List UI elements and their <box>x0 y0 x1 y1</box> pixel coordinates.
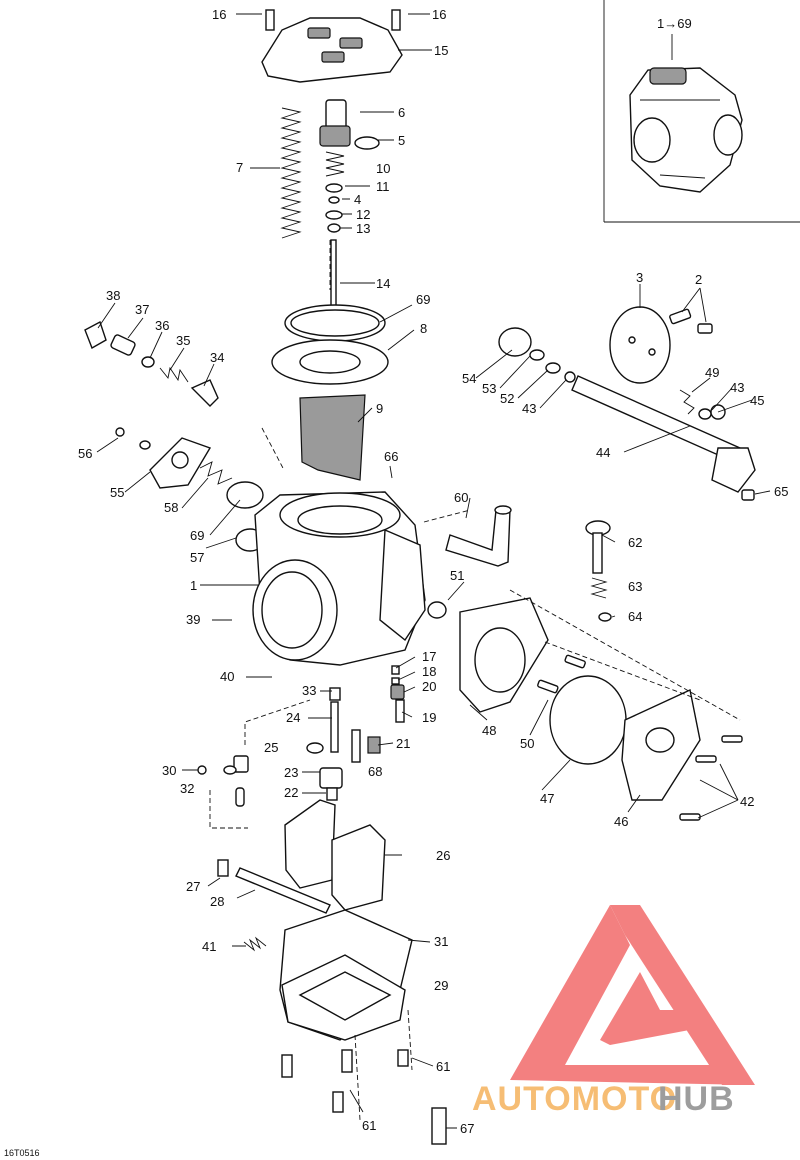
callout-20: 20 <box>422 679 436 694</box>
callout-12: 12 <box>356 207 370 222</box>
callout-57: 57 <box>190 550 204 565</box>
callout-43: 43 <box>522 401 536 416</box>
hose <box>445 505 512 567</box>
callout-36: 36 <box>155 318 169 333</box>
callouts: 16 16 15 6 5 7 10 11 4 12 13 14 38 37 36… <box>78 7 788 1136</box>
callout-27: 27 <box>186 879 200 894</box>
callout-21: 21 <box>396 736 410 751</box>
callout-11: 11 <box>376 179 390 194</box>
callout-35: 35 <box>176 333 190 348</box>
callout-69: 69 <box>190 528 204 543</box>
callout-32: 32 <box>180 781 194 796</box>
callout-63: 63 <box>628 579 642 594</box>
watermark-g-icon <box>600 972 700 1045</box>
callout-33: 33 <box>302 683 316 698</box>
callout-61: 61 <box>362 1118 376 1133</box>
callout-24: 24 <box>286 710 300 725</box>
callout-51: 51 <box>450 568 464 583</box>
callout-41: 41 <box>202 939 216 954</box>
callout-9: 9 <box>376 401 383 416</box>
callout-1: 1 <box>190 578 197 593</box>
diaphragm-assembly <box>271 304 389 481</box>
callout-22: 22 <box>284 785 298 800</box>
callout-8: 8 <box>420 321 427 336</box>
callout-69: 69 <box>416 292 430 307</box>
side-cover <box>427 597 743 821</box>
callout-45: 45 <box>750 393 764 408</box>
callout-54: 54 <box>462 371 476 386</box>
callout-18: 18 <box>422 664 436 679</box>
callout-13: 13 <box>356 221 370 236</box>
callout-17: 17 <box>422 649 436 664</box>
callout-55: 55 <box>110 485 124 500</box>
callout-67: 67 <box>460 1121 474 1136</box>
callout-53: 53 <box>482 381 496 396</box>
alignment-lines <box>261 240 741 1121</box>
watermark-logo: AUTOMOTO HUB <box>472 905 755 1118</box>
callout-68: 68 <box>368 764 382 779</box>
needle-holder <box>319 99 380 331</box>
callout-49: 49 <box>705 365 719 380</box>
float <box>217 799 386 914</box>
callout-52: 52 <box>500 391 514 406</box>
watermark-text-orange: AUTOMOTO <box>472 1080 677 1118</box>
callout-39: 39 <box>186 612 200 627</box>
callout-5: 5 <box>398 133 405 148</box>
callout-3: 3 <box>636 270 643 285</box>
callout-10: 10 <box>376 161 390 176</box>
callout-43: 43 <box>730 380 744 395</box>
callout-15: 15 <box>434 43 448 58</box>
callout-28: 28 <box>210 894 224 909</box>
drawing-code: 16T0516 <box>4 1148 40 1158</box>
callout-60: 60 <box>454 490 468 505</box>
leader-lines <box>96 13 771 1129</box>
callout-50: 50 <box>520 736 534 751</box>
callout-44: 44 <box>596 445 610 460</box>
top-cover <box>261 9 403 83</box>
callout-2: 2 <box>695 272 702 287</box>
callout-31: 31 <box>434 934 448 949</box>
callout-65: 65 <box>774 484 788 499</box>
callout-23: 23 <box>284 765 298 780</box>
float-bowl <box>243 909 447 1145</box>
throttle-shaft <box>498 306 756 501</box>
callout-61: 61 <box>436 1059 450 1074</box>
callout-19: 19 <box>422 710 436 725</box>
callout-4: 4 <box>354 192 361 207</box>
callout-42: 42 <box>740 794 754 809</box>
inset-assembly: 1→69 <box>603 0 800 223</box>
callout-26: 26 <box>436 848 450 863</box>
carburetor-body <box>252 491 426 666</box>
callout-16: 16 <box>432 7 446 22</box>
spring <box>280 107 302 239</box>
callout-48: 48 <box>482 723 496 738</box>
callout-62: 62 <box>628 535 642 550</box>
callout-58: 58 <box>164 500 178 515</box>
inset-label: 1→69 <box>657 16 692 31</box>
callout-37: 37 <box>135 302 149 317</box>
callout-38: 38 <box>106 288 120 303</box>
callout-64: 64 <box>628 609 642 624</box>
watermark-triangle-inner-icon <box>610 905 755 1085</box>
left-screw-group <box>84 320 219 407</box>
callout-34: 34 <box>210 350 224 365</box>
callout-66: 66 <box>384 449 398 464</box>
callout-30: 30 <box>162 763 176 778</box>
jets <box>197 665 405 829</box>
callout-47: 47 <box>540 791 554 806</box>
watermark-triangle-icon <box>510 905 752 1085</box>
callout-14: 14 <box>376 276 390 291</box>
adjust-screw <box>585 520 612 622</box>
watermark-text-gray: HUB <box>658 1080 735 1118</box>
callout-46: 46 <box>614 814 628 829</box>
callout-25: 25 <box>264 740 278 755</box>
callout-16: 16 <box>212 7 226 22</box>
callout-6: 6 <box>398 105 405 120</box>
callout-7: 7 <box>236 160 243 175</box>
callout-29: 29 <box>434 978 448 993</box>
callout-40: 40 <box>220 669 234 684</box>
callout-56: 56 <box>78 446 92 461</box>
